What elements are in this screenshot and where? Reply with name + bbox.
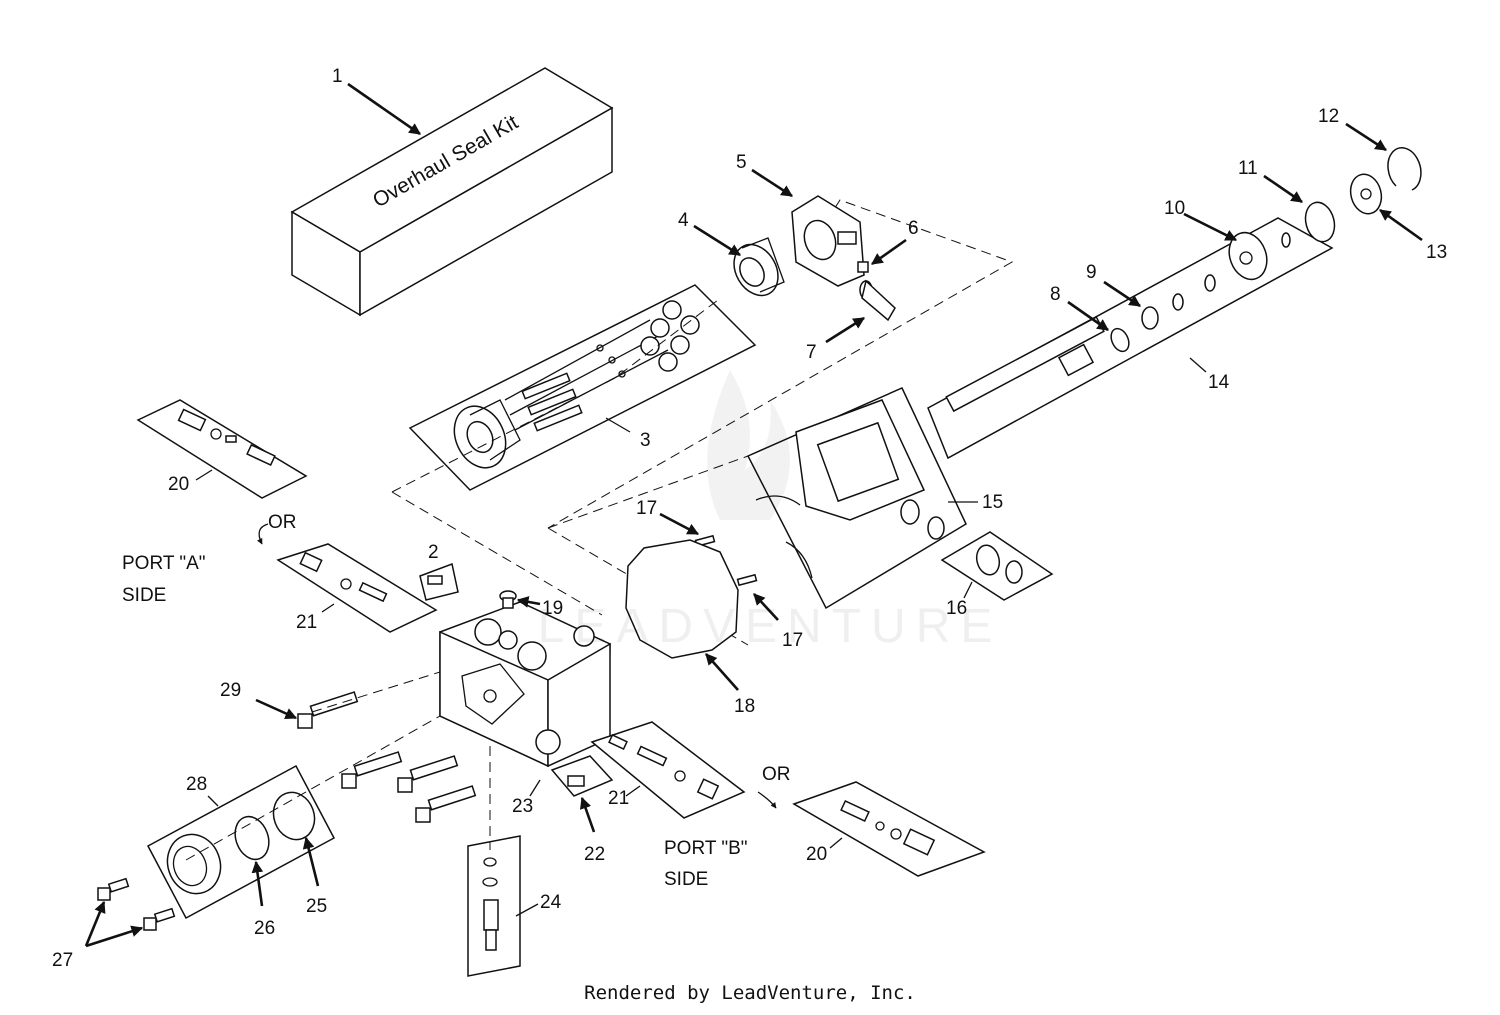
port-b-label-line1: PORT "B" <box>664 838 748 859</box>
callout-15: 15 <box>982 492 1003 513</box>
callout-8: 8 <box>1050 284 1061 305</box>
or-note-a: OR <box>268 512 297 533</box>
relief-valve-part-20a <box>136 399 308 499</box>
port-b-label-line2: SIDE <box>664 869 708 890</box>
callout-14: 14 <box>1208 372 1230 393</box>
callout-29: 29 <box>220 680 241 701</box>
callout-10: 10 <box>1164 198 1185 219</box>
plug-part-19 <box>499 590 517 609</box>
callout-21b: 21 <box>608 788 629 809</box>
callout-20a: 20 <box>168 474 189 495</box>
callout-27: 27 <box>52 950 73 971</box>
check-valve-part-21b <box>590 721 746 819</box>
callout-21a: 21 <box>296 612 317 633</box>
callout-26: 26 <box>254 918 275 939</box>
seal-part-4 <box>733 237 785 297</box>
port-a-label-line2: SIDE <box>122 585 166 606</box>
bearing-part-13 <box>1349 173 1383 215</box>
ring-part-11 <box>1304 201 1336 243</box>
callout-17b: 17 <box>782 630 803 651</box>
callout-16: 16 <box>946 598 967 619</box>
check-valve-part-21a <box>276 543 438 633</box>
callout-22: 22 <box>584 844 605 865</box>
callout-11: 11 <box>1238 158 1258 179</box>
bolts-end-cap <box>341 751 477 823</box>
callout-9: 9 <box>1086 262 1097 283</box>
end-cap-part-23 <box>439 601 611 768</box>
or-note-b: OR <box>762 764 791 785</box>
callout-25: 25 <box>306 896 327 917</box>
plug-part-2 <box>419 562 459 601</box>
callout-1: 1 <box>332 66 343 87</box>
snap-ring-part-12 <box>1387 147 1422 191</box>
shaft-kit-part-14 <box>927 217 1334 460</box>
valve-part-24 <box>467 835 521 977</box>
callout-23: 23 <box>512 796 533 817</box>
callout-17a: 17 <box>636 498 657 519</box>
footer-credit: Rendered by LeadVenture, Inc. <box>584 982 916 1004</box>
gasket-part-18 <box>625 539 739 659</box>
callout-12: 12 <box>1318 106 1339 127</box>
housing-part-15 <box>746 387 967 610</box>
callout-6: 6 <box>908 218 919 239</box>
cylinder-block-kit <box>408 284 757 491</box>
callout-4: 4 <box>678 210 689 231</box>
trunnion-part-6-7 <box>857 261 896 322</box>
plug-part-22 <box>550 755 614 797</box>
callout-2: 2 <box>428 542 439 563</box>
port-a-label-line1: PORT "A" <box>122 553 206 574</box>
pin-part-17b <box>736 573 758 587</box>
callout-13: 13 <box>1426 242 1447 263</box>
callout-19: 19 <box>542 598 563 619</box>
bolt-part-29 <box>297 691 359 729</box>
screws-part-27 <box>97 877 176 931</box>
swashplate-part-5 <box>791 195 865 287</box>
overhaul-seal-kit-box: Overhaul Seal Kit <box>290 67 614 317</box>
callout-3: 3 <box>640 430 651 451</box>
callout-18: 18 <box>734 696 755 717</box>
callout-5: 5 <box>736 152 747 173</box>
callout-28: 28 <box>186 774 207 795</box>
callout-24: 24 <box>540 892 562 913</box>
callout-7: 7 <box>806 342 817 363</box>
callout-20b: 20 <box>806 844 827 865</box>
seal-kit-part-16 <box>940 531 1054 601</box>
relief-valve-part-20b <box>792 781 986 877</box>
